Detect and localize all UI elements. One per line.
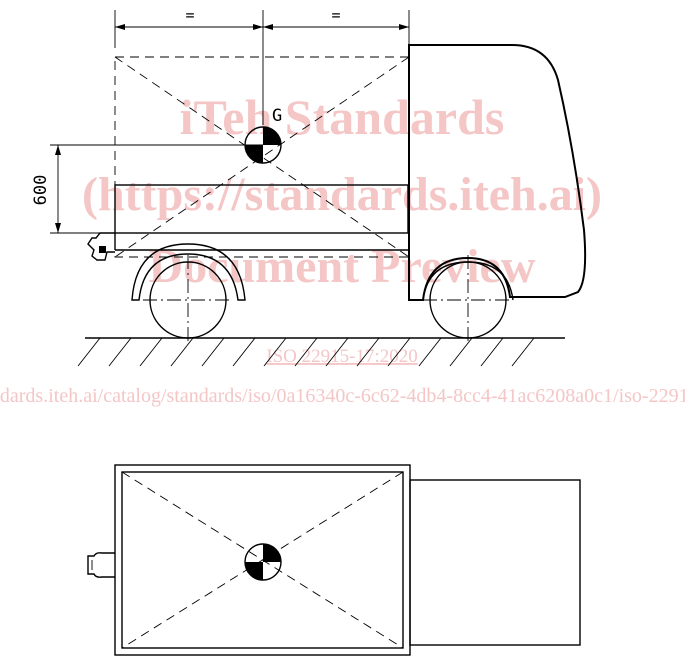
center-of-gravity: G <box>244 106 282 164</box>
ground-hatch-line <box>356 337 380 367</box>
ground-hatch-line <box>232 337 256 367</box>
cab <box>408 44 587 301</box>
ground-hatch-line <box>108 337 132 367</box>
watermark-line-4: ISO 22915-17:2020 <box>266 346 417 367</box>
ground-hatch-line <box>170 337 194 367</box>
ground-hatch-line <box>77 337 101 367</box>
tow-hitch-side <box>87 232 115 261</box>
width-dimension: = = <box>114 6 410 125</box>
ground-hatch-line <box>139 337 163 367</box>
equal-label-right: = <box>331 6 340 24</box>
top-view <box>87 464 581 656</box>
ground-hatch-line <box>418 337 442 367</box>
ground-hatch-line <box>449 337 473 367</box>
ground-hatch-line <box>511 337 535 367</box>
ground <box>77 337 565 367</box>
ground-hatch-line <box>201 337 225 367</box>
side-view: = = <box>31 6 587 367</box>
ground-hatch-line <box>325 337 349 367</box>
watermark-line-2: (https://standards.iteh.ai) <box>82 168 602 221</box>
ground-hatch-line <box>294 337 318 367</box>
ground-hatch-line <box>387 337 411 367</box>
tow-hitch-top <box>87 552 115 578</box>
watermark-line-1: iTeh Standards <box>180 89 505 145</box>
center-of-gravity-top <box>244 543 282 581</box>
ground-hatch-line <box>480 337 504 367</box>
ground-hatch-line <box>263 337 287 367</box>
height-dimension: 600 <box>31 144 263 234</box>
cog-label: G <box>272 106 282 126</box>
equal-label-left: = <box>185 6 194 24</box>
height-label: 600 <box>31 175 51 206</box>
watermark-line-5: https://standards.iteh.ai/catalog/standa… <box>0 385 685 407</box>
